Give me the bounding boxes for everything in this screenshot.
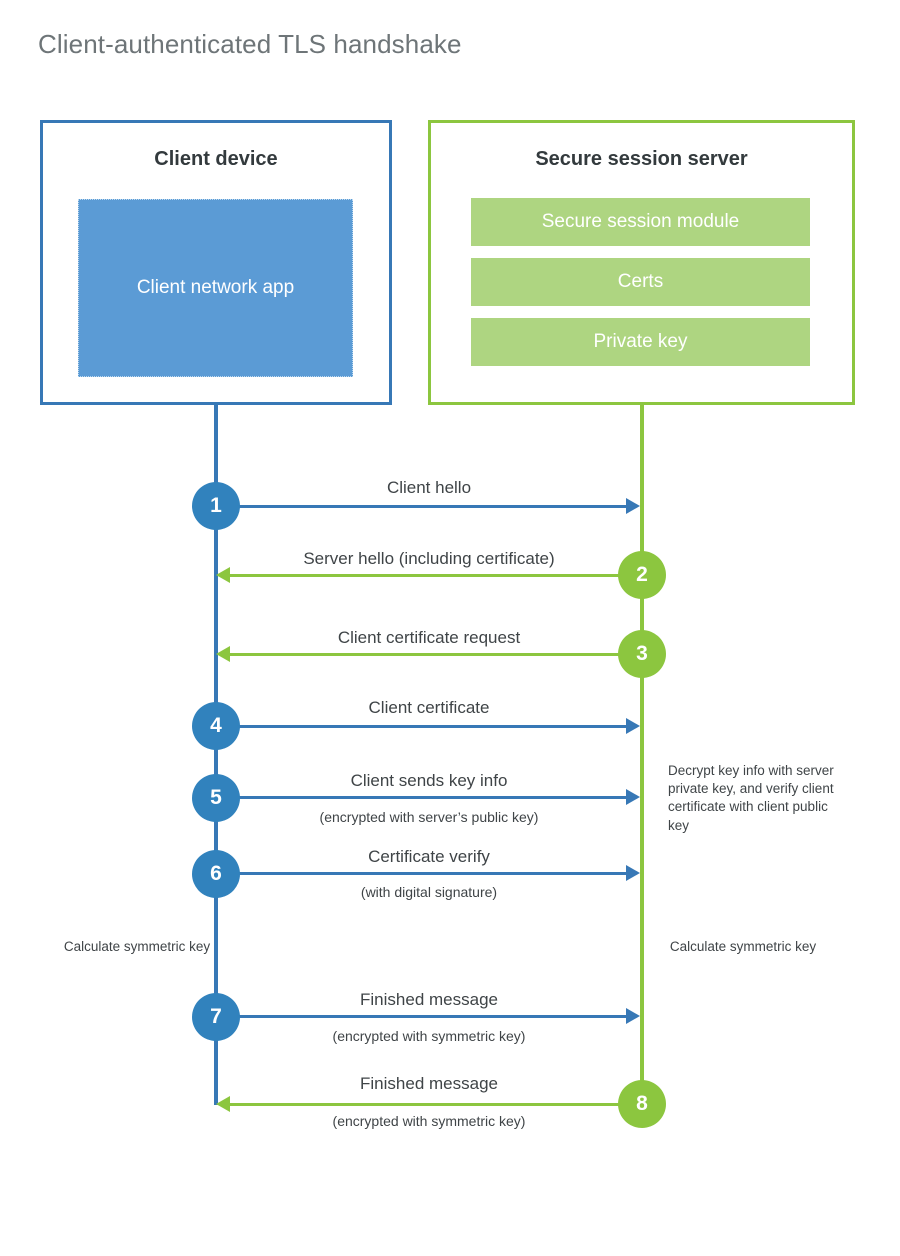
- step-7-label: Finished message: [360, 990, 498, 1009]
- step-2-number-badge: 2: [618, 551, 666, 599]
- step-3-number-badge: 3: [618, 630, 666, 678]
- page-title: Client-authenticated TLS handshake: [38, 29, 462, 59]
- step-5-arrow-line: [216, 796, 628, 799]
- step-8-sublabel: (encrypted with symmetric key): [332, 1113, 526, 1129]
- step-7-sublabel: (encrypted with symmetric key): [332, 1028, 526, 1044]
- secure-session-server-box: Secure session server Secure session mod…: [428, 120, 855, 405]
- client-device-title: Client device: [154, 148, 278, 170]
- server-module-secure-session-module: Secure session module: [471, 198, 810, 246]
- step-6-sublabel: (with digital signature): [360, 884, 498, 900]
- step-3-label: Client certificate request: [337, 628, 521, 647]
- client-calculate-symmetric-key-annotation: Calculate symmetric key: [63, 939, 211, 954]
- step-4-number-badge: 4: [192, 702, 240, 750]
- step-7-number-badge: 7: [192, 993, 240, 1041]
- client-network-app-box: Client network app: [78, 199, 353, 377]
- step-2-arrow-line: [230, 574, 642, 577]
- step-2-label: Server hello (including certificate): [303, 549, 555, 568]
- server-lifeline: [640, 405, 644, 1105]
- step-1-arrow-head-icon: [626, 498, 640, 514]
- step-8-number-badge: 8: [618, 1080, 666, 1128]
- step-6-arrow-line: [216, 872, 628, 875]
- step-6-number-badge: 6: [192, 850, 240, 898]
- client-device-box: Client device Client network app: [40, 120, 392, 405]
- step-5-label: Client sends key info: [350, 771, 508, 790]
- step-5-arrow-head-icon: [626, 789, 640, 805]
- server-module-list: Secure session module Certs Private key: [471, 198, 810, 378]
- step-6-arrow-head-icon: [626, 865, 640, 881]
- server-calculate-symmetric-key-annotation: Calculate symmetric key: [669, 939, 817, 954]
- step-7-arrow-line: [216, 1015, 628, 1018]
- server-decrypt-annotation: Decrypt key info with server private key…: [668, 763, 834, 833]
- step-8-arrow-head-icon: [216, 1096, 230, 1112]
- step-4-arrow-line: [216, 725, 628, 728]
- step-6-label: Certificate verify: [368, 847, 490, 866]
- step-5-sublabel: (encrypted with server’s public key): [319, 809, 539, 825]
- server-module-certs: Certs: [471, 258, 810, 306]
- secure-session-server-title: Secure session server: [535, 148, 748, 170]
- server-module-private-key: Private key: [471, 318, 810, 366]
- step-3-arrow-line: [230, 653, 642, 656]
- step-1-label: Client hello: [386, 478, 472, 497]
- step-2-arrow-head-icon: [216, 567, 230, 583]
- step-1-number-badge: 1: [192, 482, 240, 530]
- step-5-number-badge: 5: [192, 774, 240, 822]
- step-8-label: Finished message: [360, 1074, 498, 1093]
- step-7-arrow-head-icon: [626, 1008, 640, 1024]
- client-lifeline: [214, 405, 218, 1105]
- step-8-arrow-line: [230, 1103, 642, 1106]
- step-4-label: Client certificate: [368, 698, 490, 717]
- step-3-arrow-head-icon: [216, 646, 230, 662]
- step-4-arrow-head-icon: [626, 718, 640, 734]
- step-1-arrow-line: [216, 505, 628, 508]
